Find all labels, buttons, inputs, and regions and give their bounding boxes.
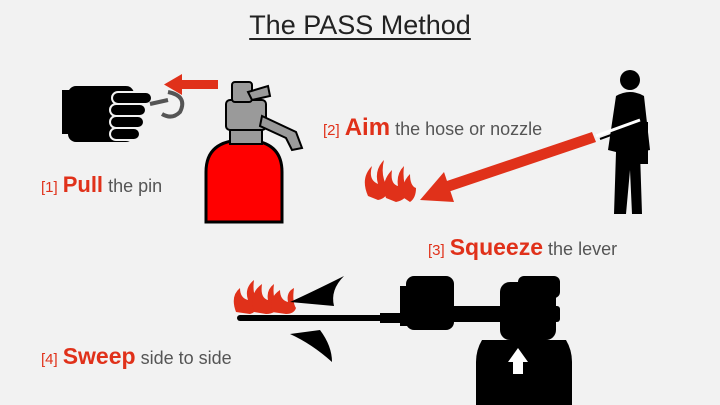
step-keyword: Sweep xyxy=(62,343,136,369)
step-aim: [2] Aim the hose or nozzle xyxy=(323,114,542,142)
step-text: side to side xyxy=(140,348,232,368)
step-pull: [1] Pull the pin xyxy=(41,172,162,198)
extinguisher-icon xyxy=(204,81,304,224)
lever-hand-icon xyxy=(440,276,572,405)
sweep-arrows-icon xyxy=(290,276,344,362)
up-arrow-icon xyxy=(508,348,528,374)
pull-arrow-icon xyxy=(164,74,218,95)
fist-icon xyxy=(62,86,153,142)
aim-arrow-icon xyxy=(420,132,596,202)
step-keyword: Squeeze xyxy=(449,234,544,260)
person-icon xyxy=(595,70,650,214)
step-keyword: Aim xyxy=(344,114,391,141)
step-number: [1] xyxy=(41,179,58,196)
step-number: [2] xyxy=(323,122,340,139)
step-number: [3] xyxy=(428,242,445,259)
sweep-flames-icon xyxy=(233,280,296,314)
flames-icon xyxy=(364,160,416,202)
step-sweep: [4] Sweep side to side xyxy=(41,343,232,370)
step-text: the pin xyxy=(108,176,163,196)
step-number: [4] xyxy=(41,351,58,368)
step-text: the lever xyxy=(548,239,618,259)
step-squeeze: [3] Squeeze the lever xyxy=(428,234,617,261)
page-title: The PASS Method xyxy=(249,10,471,40)
pin-icon xyxy=(149,90,185,119)
step-keyword: Pull xyxy=(62,172,104,197)
step-text: the hose or nozzle xyxy=(395,119,543,139)
